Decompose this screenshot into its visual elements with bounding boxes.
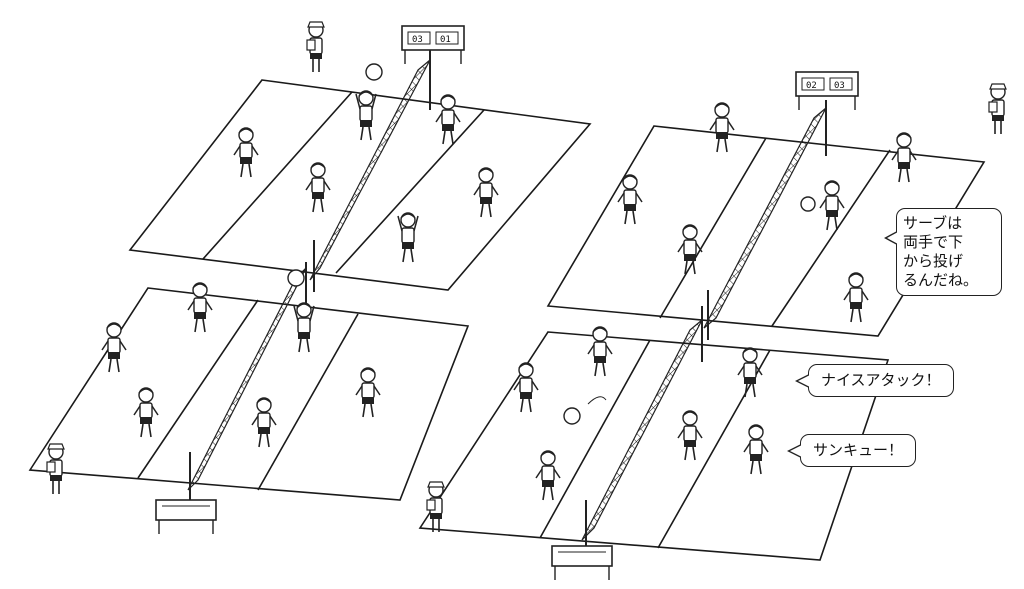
net-bottom-left: [187, 262, 307, 500]
serve-tip-line-3: から投げ: [903, 252, 964, 270]
serve-tip-line-2: 両手で下: [903, 233, 964, 251]
court-top-left: [128, 79, 592, 291]
scoreboard-bottom-left: [155, 499, 217, 534]
serve-tip-line-1: サーブは: [903, 214, 963, 232]
court-top-right: [546, 125, 986, 337]
scoreboard-right-a: 02: [806, 81, 817, 91]
ball-icon: [287, 63, 816, 425]
speech-bubble-serve-tip: サーブは 両手で下 から投げ るんだね。: [884, 208, 1002, 296]
serve-tip-line-4: るんだね。: [903, 271, 979, 289]
scoreboard-left: 03 01: [401, 25, 465, 64]
scoreboard-left-a: 03: [412, 35, 423, 45]
net-top-left: [309, 50, 431, 292]
scoreboard-right: 02 03: [795, 71, 859, 110]
scoreboard-right-b: 03: [834, 81, 845, 91]
players: [101, 90, 917, 501]
court-bottom-left: [28, 287, 470, 501]
scoreboard-bottom-right: [551, 545, 613, 580]
thank-you-text: サンキュー！: [813, 441, 904, 459]
speech-bubble-thank-you: サンキュー！: [786, 434, 917, 467]
speech-bubble-nice-attack: ナイスアタック！: [795, 364, 954, 397]
nice-attack-text: ナイスアタック！: [821, 371, 941, 389]
scoreboard-left-b: 01: [440, 35, 451, 45]
net-top-right: [703, 100, 827, 340]
